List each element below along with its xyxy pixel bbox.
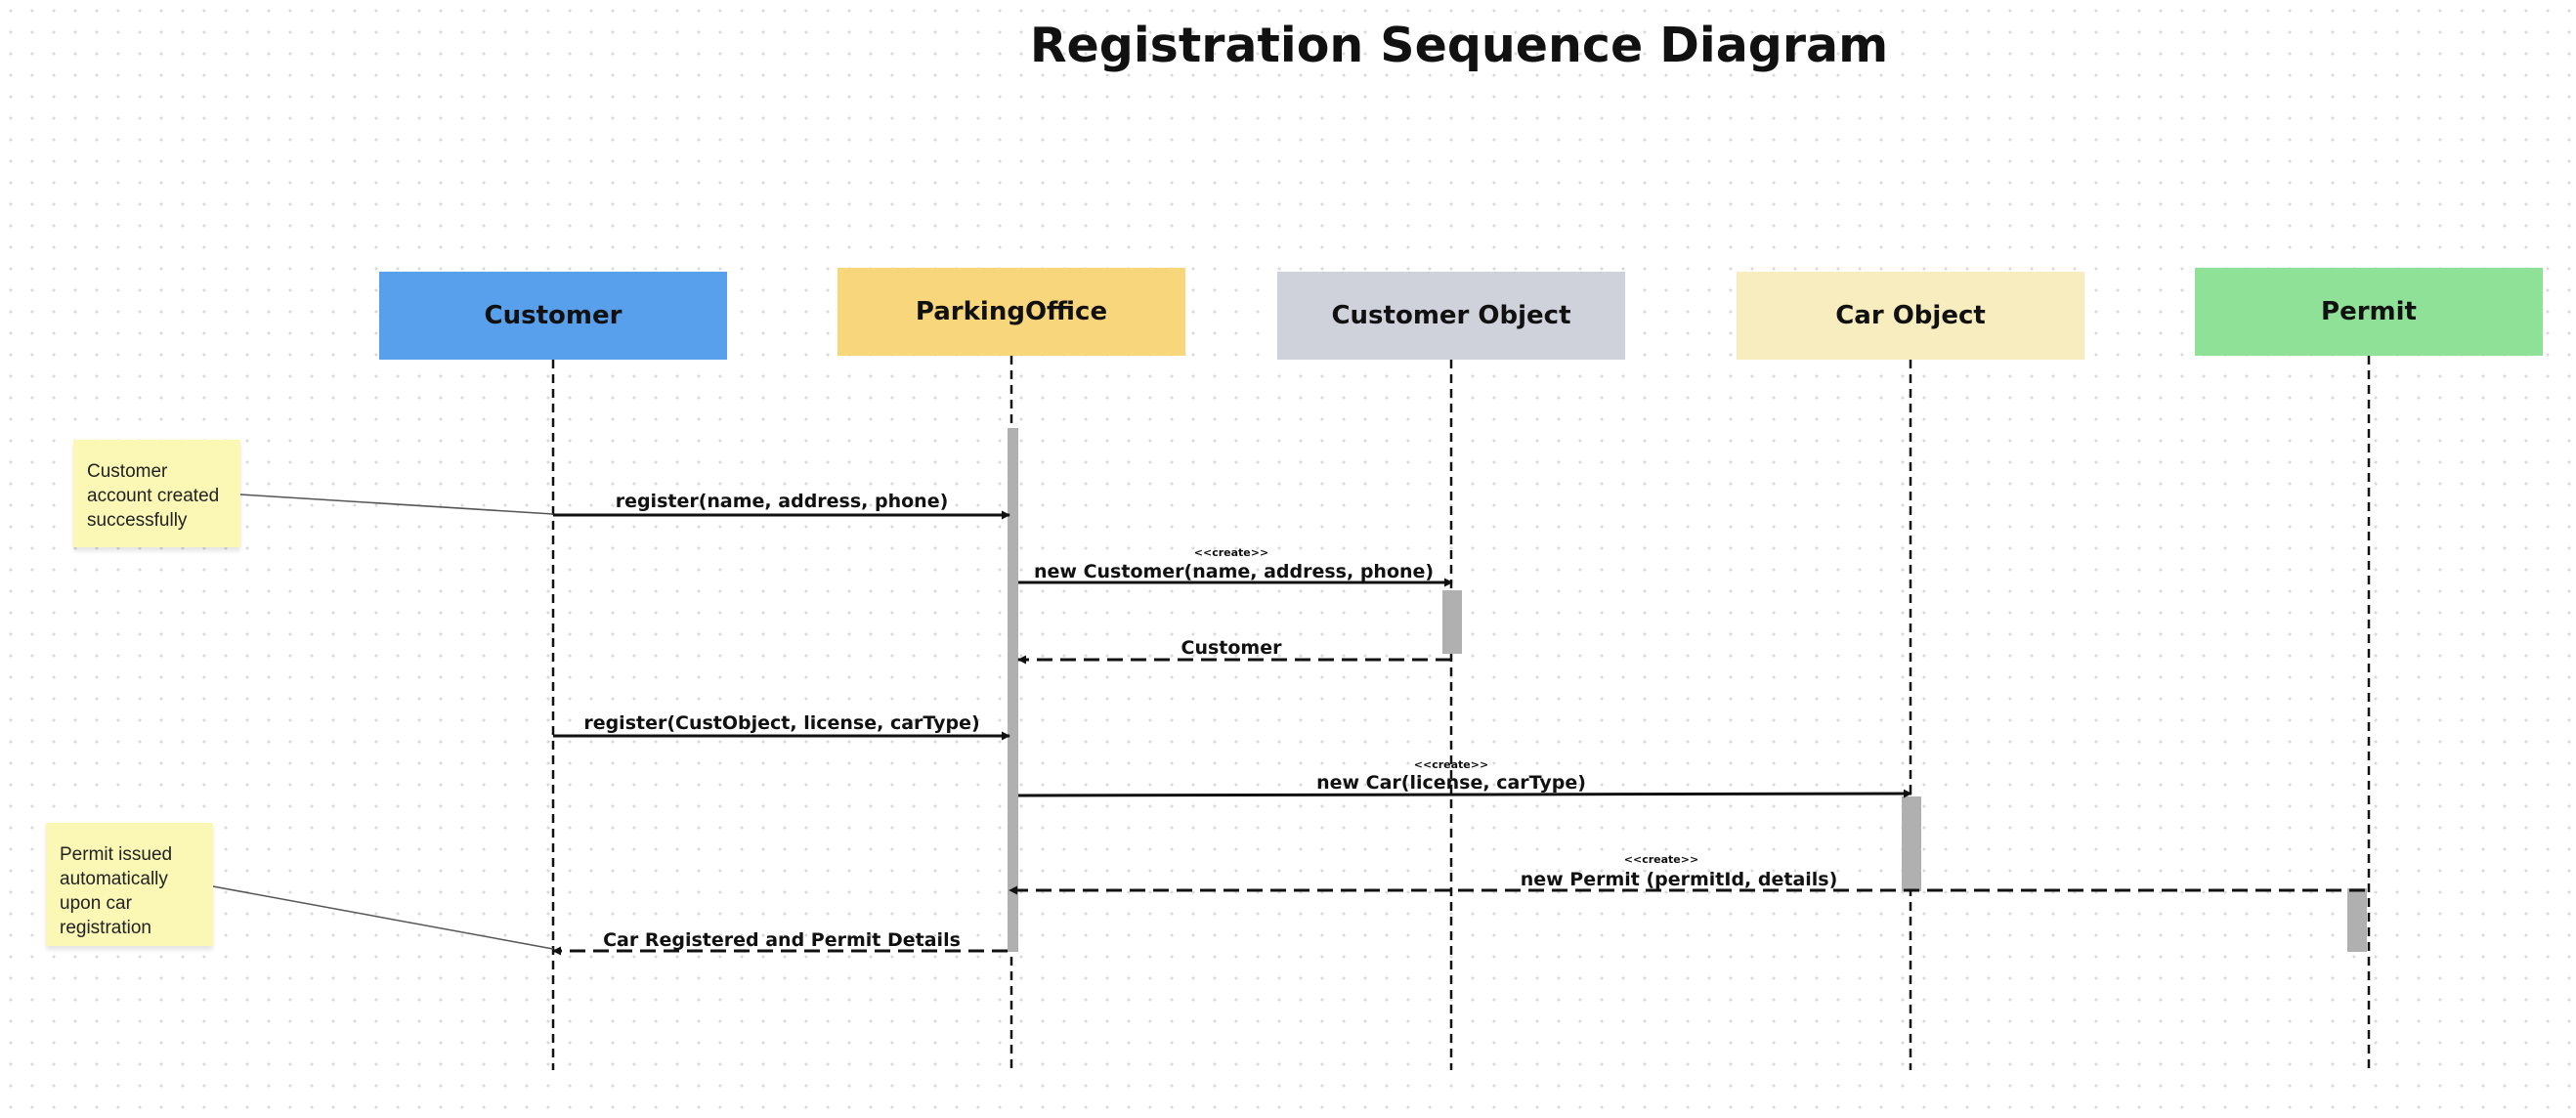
message-label-car-registered: Car Registered and Permit Details [603, 929, 961, 951]
activation-parking-office [1008, 428, 1018, 952]
participant-label: Permit [2321, 297, 2417, 326]
participant-label: Customer [484, 301, 623, 330]
note-connector-2 [212, 885, 554, 950]
note-permit-issued[interactable]: Permit issued automatically upon car reg… [46, 823, 213, 946]
message-label-new-car: new Car(license, carType) [1316, 772, 1586, 794]
diagram-title: Registration Sequence Diagram [1029, 18, 1889, 73]
message-label-register-car: register(CustObject, license, carType) [583, 712, 980, 734]
participant-parking-office[interactable]: ParkingOffice [837, 268, 1185, 356]
activation-permit [2347, 888, 2367, 952]
message-stereotype-new-customer: <<create>> [1193, 546, 1269, 559]
activation-customer-object [1442, 590, 1462, 654]
note-customer-account[interactable]: Customer account created successfully [73, 440, 240, 547]
activation-car-object [1902, 796, 1921, 891]
message-stereotype-new-car: <<create>> [1413, 758, 1489, 771]
message-label-new-permit: new Permit (permitId, details) [1520, 869, 1838, 890]
message-label-register: register(name, address, phone) [615, 491, 949, 512]
participant-permit[interactable]: Permit [2195, 268, 2543, 356]
participant-label: Car Object [1835, 301, 1986, 330]
participant-label: Customer Object [1331, 301, 1571, 330]
participant-customer-object[interactable]: Customer Object [1277, 272, 1625, 360]
note-text: Permit issued automatically upon car reg… [60, 844, 173, 938]
note-connector-1 [239, 494, 554, 515]
message-arrow-new-car [1017, 789, 1912, 798]
message-label-new-customer: new Customer(name, address, phone) [1034, 561, 1435, 582]
participant-customer[interactable]: Customer [379, 272, 727, 360]
message-stereotype-new-permit: <<create>> [1623, 853, 1699, 866]
note-text: Customer account created successfully [87, 461, 220, 531]
participant-car-object[interactable]: Car Object [1737, 272, 2084, 360]
participant-label: ParkingOffice [915, 297, 1108, 326]
message-label-customer-return: Customer [1181, 637, 1282, 659]
